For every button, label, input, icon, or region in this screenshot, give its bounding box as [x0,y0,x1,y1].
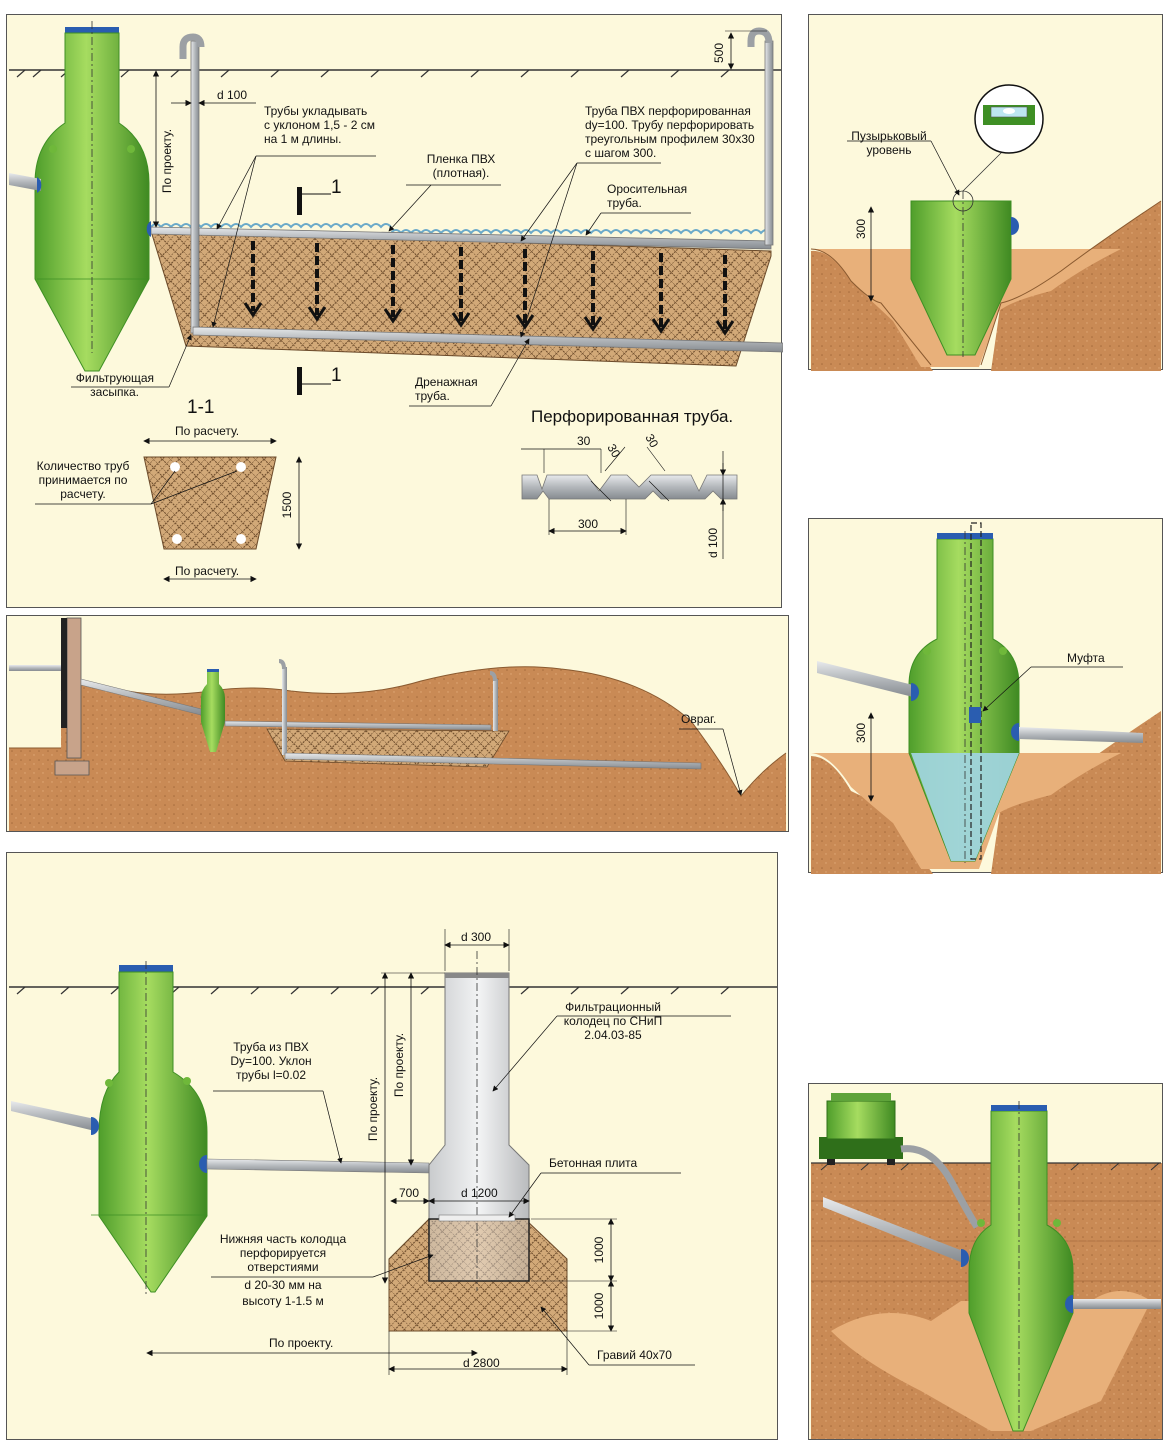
perforated-pipe-title: Перфорированная труба. [531,407,733,426]
svg-text:Трубы укладывать: Трубы укладывать [264,104,367,118]
section-mark-bottom: 1 [331,365,342,386]
dim-500: 500 [712,43,726,63]
drain-pipe [192,326,783,353]
pipe-count-note: Количество труб принимается по расчету. [37,459,130,501]
filtration-well-drawing: d 300 Фильтрационный колодец по СНиП 2.0… [9,929,777,1375]
section-mark-top: 1 [331,177,342,198]
svg-text:уровень: уровень [866,143,911,157]
tank-icon [968,1110,1074,1432]
svg-text:Оросительная: Оросительная [607,182,687,196]
perforated-pipe-detail [521,474,738,500]
slope-note: Трубы укладывать с уклоном 1,5 - 2 см на… [264,104,375,146]
dim-300: 300 [854,723,868,743]
svg-text:колодец по СНиП: колодец по СНиП [564,1014,662,1028]
project-dim-outer: По проекту. [366,1077,380,1141]
filter-well-note: Фильтрационный колодец по СНиП 2.04.03-8… [564,1000,662,1042]
project-dim-horizontal: По проекту. [269,1336,333,1350]
svg-text:расчету.: расчету. [60,487,106,501]
svg-text:с шагом 300.: с шагом 300. [585,146,656,160]
d100-label: d 100 [217,88,247,102]
project-dim-label: По проекту. [160,129,174,193]
perf-pitch-30: 30 [577,434,591,448]
dim-1000-upper: 1000 [592,1236,606,1263]
pvc-film-label: Пленка ПВХ (плотная). [427,152,496,180]
ravine-label: Овраг. [681,712,716,726]
tank-icon [910,200,1012,356]
pvc-film [150,223,392,229]
compressor-drawing [811,1093,1162,1439]
tank-icon [91,965,208,1293]
project-dim-inner: По проекту. [392,1033,406,1097]
coupling-drawing: Муфта 300 [811,522,1161,874]
irrigation-field-drawing: По проекту. 500 d 100 Трубы укладывать с… [9,21,783,583]
svg-text:2.04.03-85: 2.04.03-85 [584,1028,642,1042]
d2800-label: d 2800 [463,1356,500,1370]
arrow-down-icon [251,241,727,329]
svg-text:Пузырьковый: Пузырьковый [851,129,926,143]
svg-text:(плотная).: (плотная). [433,166,490,180]
d300-label: d 300 [461,930,491,944]
perforated-pipe-note: Труба ПВХ перфорированная dy=100. Трубу … [585,104,755,160]
svg-text:принимается по: принимается по [39,473,128,487]
svg-text:Dy=100. Уклон: Dy=100. Уклон [230,1054,311,1068]
dim-700: 700 [399,1186,419,1200]
svg-text:с уклоном 1,5 - 2 см: с уклоном 1,5 - 2 см [264,118,375,132]
bottom-width-label: По расчету. [175,564,239,578]
gravel-label: Гравий 40х70 [597,1348,672,1362]
bubble-level-label: Пузырьковый уровень [851,129,926,157]
svg-text:на 1 м длины.: на 1 м длины. [264,132,342,146]
svg-text:перфорируется: перфорируется [240,1246,326,1260]
section-title: 1-1 [187,397,214,418]
dim-1500: 1500 [280,491,294,518]
svg-text:отверстиями: отверстиями [247,1260,318,1274]
svg-text:Количество труб: Количество труб [37,459,130,473]
svg-text:d 20-30 мм на: d 20-30 мм на [244,1278,321,1292]
tank-icon [201,672,225,752]
svg-text:Труба из ПВХ: Труба из ПВХ [233,1040,309,1054]
svg-text:dy=100. Трубу перфорировать: dy=100. Трубу перфорировать [585,118,754,132]
dim-300: 300 [854,219,868,239]
perf-side-30-b: 30 [642,432,661,451]
site-profile-panel: Овраг. [6,615,789,832]
svg-text:Дренажная: Дренажная [415,375,478,389]
perf-d100: d 100 [706,528,720,558]
svg-text:трубы l=0.02: трубы l=0.02 [236,1068,306,1082]
section-trench [143,456,277,550]
dim-1000-lower: 1000 [592,1292,606,1319]
coupling-label: Муфта [1067,651,1105,665]
d1200-label: d 1200 [461,1186,498,1200]
bubble-level-panel: Пузырьковый уровень 300 [808,14,1163,371]
svg-text:труба.: труба. [607,196,642,210]
concrete-slab-label: Бетонная плита [549,1156,638,1170]
drain-pipe-label: Дренажная труба. [415,375,478,403]
svg-text:треугольным профилем 30х30: треугольным профилем 30х30 [585,132,755,146]
irrigation-field-panel: По проекту. 500 d 100 Трубы укладывать с… [6,14,783,608]
coupling-panel: Муфта 300 [808,518,1163,874]
perf-step-300: 300 [578,517,598,531]
perforated-well-note: Нижняя часть колодца перфорируется отвер… [220,1232,347,1308]
svg-text:засыпка.: засыпка. [90,385,139,399]
compressor-panel [808,1083,1163,1440]
svg-text:высоту 1-1.5 м: высоту 1-1.5 м [242,1294,323,1308]
compressor [819,1093,903,1165]
filter-backfill-label: Фильтрующая засыпка. [76,371,154,399]
perf-side-30-a: 30 [604,442,623,461]
svg-text:Пленка ПВХ: Пленка ПВХ [427,152,496,166]
svg-text:Фильтрационный: Фильтрационный [565,1000,661,1014]
svg-text:Труба ПВХ перфорированная: Труба ПВХ перфорированная [585,104,751,118]
bubble-level-drawing: Пузырьковый уровень 300 [810,84,1162,371]
svg-text:Нижняя часть колодца: Нижняя часть колодца [220,1232,347,1246]
coupling [969,707,981,723]
bubble-level-icon [974,84,1044,154]
pvc-pipe-note: Труба из ПВХ Dy=100. Уклон трубы l=0.02 [230,1040,311,1082]
irrigation-pipe-label: Оросительная труба. [607,182,687,210]
top-width-label: По расчету. [175,424,239,438]
svg-text:Фильтрующая: Фильтрующая [76,371,154,385]
filtration-well-panel: d 300 Фильтрационный колодец по СНиП 2.0… [6,852,778,1440]
site-profile-drawing: Овраг. [9,617,787,831]
svg-text:труба.: труба. [415,389,450,403]
